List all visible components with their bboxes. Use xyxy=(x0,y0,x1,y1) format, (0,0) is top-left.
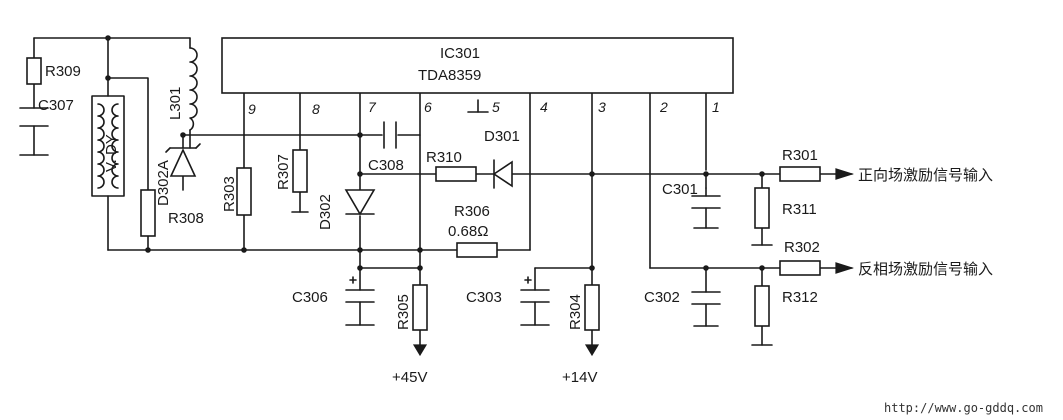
pin-5-label: 5 xyxy=(492,99,500,115)
r302-label: R302 xyxy=(784,239,820,256)
pin-3-label: 3 xyxy=(598,99,606,115)
pin-2-label: 2 xyxy=(659,99,668,115)
r306-value: 0.68Ω xyxy=(448,223,488,240)
c306-label: C306 xyxy=(292,289,328,306)
d302a-label: D302A xyxy=(155,160,172,206)
r310-label: R310 xyxy=(426,149,462,166)
pin-7-label: 7 xyxy=(368,99,377,115)
wiring xyxy=(19,37,853,346)
r311-label: R311 xyxy=(782,201,817,218)
l301-label: L301 xyxy=(167,87,184,120)
resistor-r307 xyxy=(292,149,308,193)
resistor-r301 xyxy=(779,166,821,182)
supply-14v-label: +14V xyxy=(562,369,597,386)
ic-body xyxy=(221,37,734,94)
resistor-d302a-branch xyxy=(140,189,156,237)
inductor-l301 xyxy=(189,47,198,131)
r312-label: R312 xyxy=(782,289,818,306)
resistor-r309 xyxy=(26,57,42,85)
watermark: http://www.go-gddq.com xyxy=(884,401,1043,415)
capacitor-c308 xyxy=(383,121,397,149)
r308-label: R308 xyxy=(168,210,204,227)
c308-label: C308 xyxy=(368,157,404,174)
pin-1-label: 1 xyxy=(712,99,720,115)
resistor-r310 xyxy=(435,166,477,182)
capacitor-c307 xyxy=(19,107,49,127)
pin-6-label: 6 xyxy=(424,99,432,115)
c301-label: C301 xyxy=(662,181,698,198)
resistor-r302 xyxy=(779,260,821,276)
resistor-r306 xyxy=(456,242,498,258)
resistor-r305 xyxy=(412,284,428,331)
resistor-r303 xyxy=(236,167,252,216)
c302-label: C302 xyxy=(644,289,680,306)
input-arrow-positive xyxy=(835,168,855,180)
d301-label: D301 xyxy=(484,128,520,145)
pin-8-label: 8 xyxy=(312,101,320,117)
diode-d301 xyxy=(492,159,513,189)
pin-4-label: 4 xyxy=(540,99,548,115)
junction-dots xyxy=(105,35,765,271)
c303-label: C303 xyxy=(466,289,502,306)
capacitor-c306 xyxy=(345,276,375,303)
d302-label: D302 xyxy=(317,194,334,230)
resistor-r311 xyxy=(754,187,770,229)
supply-45v-label: +45V xyxy=(392,369,427,386)
ic-ref-label: IC301 xyxy=(440,45,480,62)
resistor-r304 xyxy=(584,284,600,331)
pin-9-label: 9 xyxy=(248,101,256,117)
capacitor-c303 xyxy=(520,276,550,303)
supply-arrow-14v xyxy=(584,344,600,357)
positive-input-label: 正向场激励信号输入 xyxy=(858,166,993,184)
r307-label: R307 xyxy=(275,154,292,190)
deflection-yoke-vdy xyxy=(91,95,125,197)
r306-label: R306 xyxy=(454,203,490,220)
r303-label: R303 xyxy=(221,176,238,212)
capacitor-c302 xyxy=(691,291,721,305)
resistor-r312 xyxy=(754,285,770,327)
capacitor-c301 xyxy=(691,195,721,209)
r309-label: R309 xyxy=(45,63,81,80)
supply-arrow-45v xyxy=(412,344,428,357)
vdy-label: V. DY xyxy=(103,134,120,172)
inverse-input-label: 反相场激励信号输入 xyxy=(858,260,993,278)
r305-label: R305 xyxy=(395,294,412,330)
input-arrow-inverse xyxy=(835,262,855,274)
diode-d302 xyxy=(344,189,376,216)
zener-diode xyxy=(165,143,201,177)
r304-label: R304 xyxy=(567,294,584,330)
r301-label: R301 xyxy=(782,147,818,164)
ic-part-label: TDA8359 xyxy=(418,67,481,84)
c307-label: C307 xyxy=(38,97,74,114)
